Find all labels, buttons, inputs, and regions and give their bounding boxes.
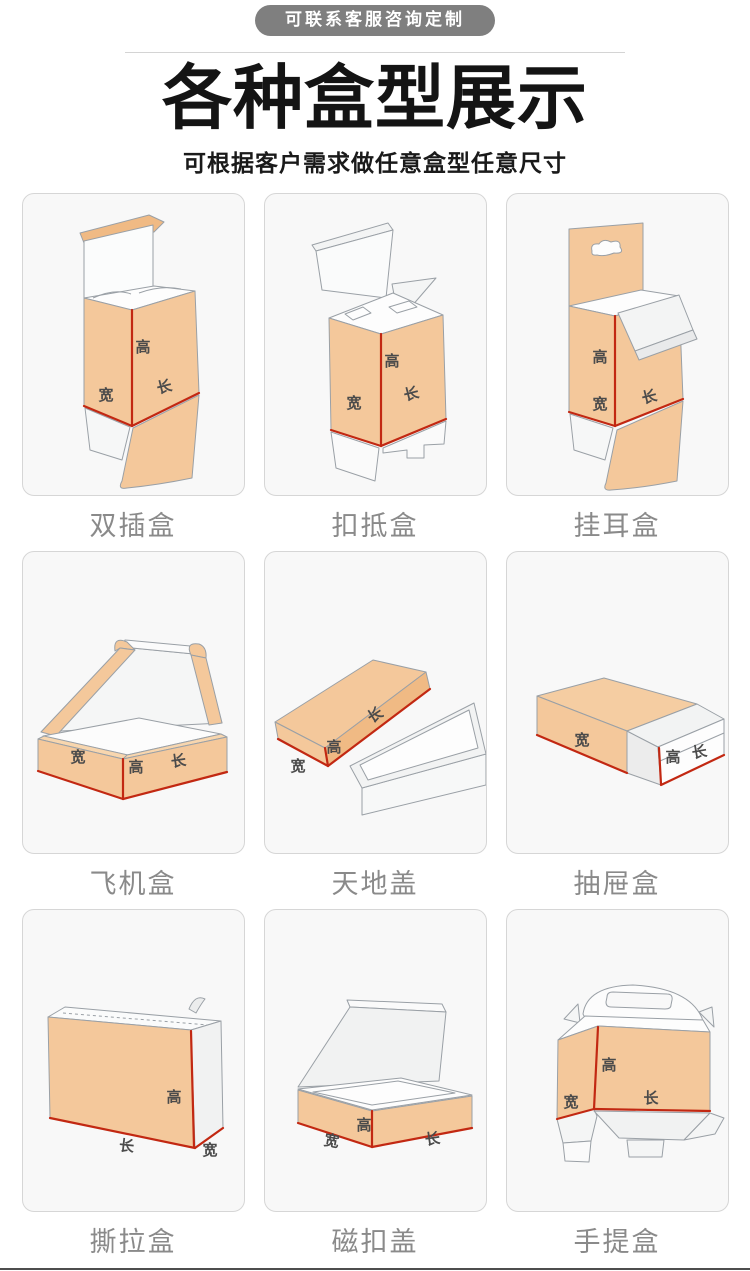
customization-badge: 可联系客服咨询定制: [255, 5, 495, 36]
box-card-buckle-bottom: 高 宽 长: [263, 192, 487, 496]
hang-tab-box-illustration: [567, 222, 697, 491]
dimension-label-height: 高: [128, 757, 144, 776]
dimension-label-width: 宽: [574, 730, 590, 749]
dimension-label-width: 宽: [563, 1092, 579, 1111]
dimension-label-length: 长: [689, 741, 708, 762]
box-card-tear-strip: 高 长 宽: [21, 908, 245, 1212]
grid-cell: 高 长 宽 撕拉盒: [21, 908, 245, 1267]
dimension-label-width: 宽: [70, 747, 86, 766]
box-name-label: 撕拉盒: [89, 1226, 177, 1258]
buckle-bottom-box-illustration: [311, 222, 447, 482]
dimension-label-length: 长: [639, 386, 659, 408]
box-card-drawer: 宽 高 长: [505, 550, 729, 854]
dimension-label-height: 高: [665, 747, 681, 766]
grid-cell: 高 宽 长 挂耳盒: [505, 192, 729, 551]
dimension-label-width: 宽: [98, 385, 114, 404]
double-insert-box-illustration: [79, 214, 200, 489]
box-name-label: 天地盖: [331, 868, 419, 900]
section-bottom-divider: [0, 1268, 750, 1270]
grid-cell: 宽 高 长 抽屉盒: [505, 550, 729, 909]
magnetic-flap-box-illustration: [296, 999, 473, 1148]
page-title: 各种盒型展示: [162, 57, 588, 139]
dimension-label-width: 宽: [202, 1140, 218, 1159]
header-divider: [125, 52, 625, 53]
grid-cell: 宽 高 长 飞机盒: [21, 550, 245, 909]
drawer-box-illustration: [535, 677, 725, 786]
lid-and-base-box-illustration: [274, 659, 486, 816]
grid-cell: 高 宽 长 手提盒: [505, 908, 729, 1267]
box-card-hang-tab: 高 宽 长: [505, 192, 729, 496]
grid-cell: 高 宽 长 磁扣盖: [263, 908, 487, 1267]
box-card-lid-and-base: 长 高 宽: [263, 550, 487, 854]
dimension-label-height: 高: [326, 737, 342, 756]
grid-cell: 高 宽 长 扣抵盒: [263, 192, 487, 551]
handle-box-illustration: [555, 984, 724, 1163]
dimension-label-height: 高: [384, 351, 400, 370]
dimension-label-length: 长: [423, 1128, 441, 1149]
box-name-label: 飞机盒: [89, 868, 177, 900]
dimension-label-length: 长: [117, 1136, 135, 1156]
dimension-label-length: 长: [154, 376, 174, 398]
box-types-page: 可联系客服咨询定制 各种盒型展示 可根据客户需求做任意盒型任意尺寸: [0, 5, 750, 1271]
grid-cell: 长 高 宽 天地盖: [263, 550, 487, 909]
dimension-label-width: 宽: [592, 394, 608, 413]
dimension-label-height: 高: [356, 1115, 372, 1134]
grid-cell: 高 宽 长 双插盒: [21, 192, 245, 551]
box-card-handle: 高 宽 长: [505, 908, 729, 1212]
dimension-label-height: 高: [592, 347, 608, 366]
page-subtitle: 可根据客户需求做任意盒型任意尺寸: [183, 150, 567, 177]
dimension-label-height: 高: [135, 337, 151, 356]
dimension-label-length: 长: [169, 750, 187, 771]
box-name-label: 磁扣盖: [331, 1226, 419, 1258]
tear-strip-box-illustration: [47, 997, 224, 1149]
dimension-label-length: 长: [401, 383, 421, 405]
box-card-magnetic-flap: 高 宽 长: [263, 908, 487, 1212]
box-card-double-insert: 高 宽 长: [21, 192, 245, 496]
box-name-label: 手提盒: [573, 1226, 661, 1258]
dimension-label-height: 高: [601, 1055, 617, 1074]
dimension-label-width: 宽: [346, 393, 362, 412]
box-card-mailer: 宽 高 长: [21, 550, 245, 854]
mailer-box-illustration: [36, 639, 228, 800]
box-name-label: 双插盒: [89, 510, 177, 542]
dimension-label-length: 长: [643, 1088, 659, 1107]
dimension-label-height: 高: [166, 1087, 182, 1106]
box-name-label: 扣抵盒: [331, 510, 419, 542]
box-name-label: 挂耳盒: [573, 510, 661, 542]
dimension-label-width: 宽: [290, 756, 306, 775]
box-grid: 高 宽 长 双插盒: [0, 192, 750, 1267]
dimension-label-width: 宽: [322, 1130, 341, 1151]
box-name-label: 抽屉盒: [573, 868, 661, 900]
